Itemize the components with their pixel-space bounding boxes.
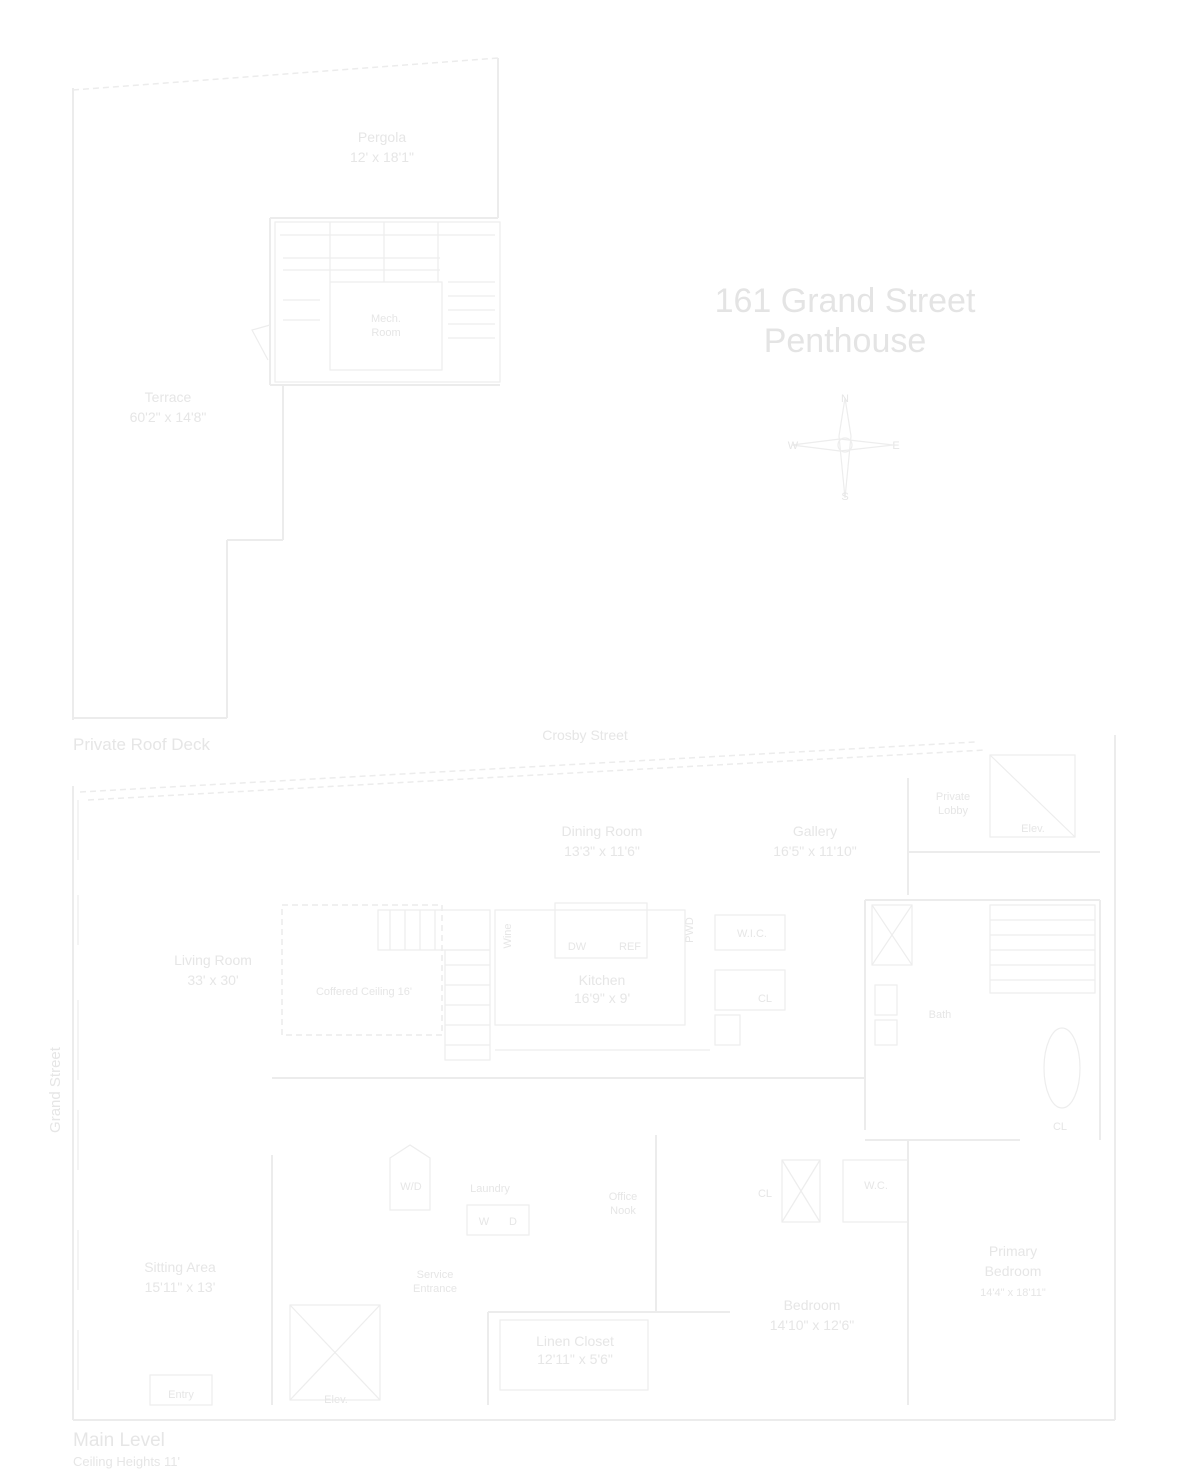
- room-linen-dims: 12'11" x 5'6": [537, 1351, 613, 1367]
- compass-s: S: [841, 491, 848, 503]
- room-primary-dims: 14'4" x 18'11": [980, 1287, 1046, 1299]
- room-terrace-name: Terrace: [145, 389, 192, 405]
- room-wic: W.I.C.: [737, 928, 767, 940]
- room-dining-dims: 13'3" x 11'6": [564, 843, 640, 859]
- roof-deck-outline: [72, 57, 500, 720]
- compass-rose-icon: [791, 397, 894, 499]
- room-bedroom-dims: 14'10" x 12'6": [770, 1317, 855, 1333]
- coffered-ceiling: [281, 904, 443, 1036]
- room-office-name: Office: [609, 1191, 638, 1203]
- ceiling-heights-note: Ceiling Heights 11': [73, 1454, 180, 1469]
- room-entry: Entry: [168, 1389, 194, 1401]
- compass-w: W: [788, 440, 799, 452]
- room-bath: Bath: [929, 1009, 952, 1021]
- room-linen-name: Linen Closet: [536, 1333, 614, 1349]
- room-bedroom-name: Bedroom: [784, 1297, 841, 1313]
- main-level-caption: Main Level: [73, 1430, 165, 1451]
- bedroom-wing-details: [149, 1144, 909, 1406]
- appliance-d: D: [509, 1216, 517, 1228]
- room-elev-upper: Elev.: [1021, 823, 1045, 835]
- room-living-dims: 33' x 30': [187, 972, 238, 988]
- interior-walls: [271, 778, 1101, 1405]
- roof-deck-caption: Private Roof Deck: [73, 735, 210, 754]
- room-wc: W.C.: [864, 1180, 888, 1192]
- street-crosby: Crosby Street: [542, 727, 628, 743]
- room-elev-lower: Elev.: [324, 1394, 348, 1406]
- kitchen-block: [494, 902, 786, 1051]
- room-sitting-name: Sitting Area: [144, 1259, 216, 1275]
- room-service-name: Service: [417, 1269, 454, 1281]
- appliance-dw: DW: [568, 941, 587, 953]
- room-laundry-name: Laundry: [470, 1183, 510, 1195]
- room-wd: W/D: [400, 1181, 421, 1193]
- room-service-sub: Entrance: [413, 1283, 457, 1295]
- title-line2: Penthouse: [764, 322, 927, 360]
- room-dining-name: Dining Room: [562, 823, 643, 839]
- room-kitchen-dims: 16'9" x 9': [574, 990, 630, 1006]
- room-gallery-dims: 16'5" x 11'10": [773, 843, 857, 859]
- street-grand: Grand Street: [47, 1046, 64, 1133]
- room-mech-sub: Room: [371, 327, 400, 339]
- appliance-wine: Wine: [502, 923, 514, 948]
- room-coffered-name: Coffered Ceiling 16': [316, 986, 412, 998]
- room-mech-name: Mech.: [371, 313, 401, 325]
- room-lobby-name: Private: [936, 791, 970, 803]
- elevators: [289, 754, 1076, 1401]
- title-line1: 161 Grand Street: [715, 282, 976, 320]
- room-cl-primary: CL: [1053, 1121, 1067, 1133]
- bath-block: [871, 904, 1096, 1109]
- room-cl-bed: CL: [758, 1188, 772, 1200]
- room-sitting-dims: 15'11" x 13': [145, 1279, 216, 1295]
- roof-stair-mech-block: [251, 221, 501, 383]
- room-pwd: PWD: [684, 917, 696, 943]
- compass-n: N: [841, 393, 849, 405]
- room-office-sub: Nook: [610, 1205, 636, 1217]
- compass-e: E: [892, 440, 899, 452]
- room-pergola-name: Pergola: [358, 129, 406, 145]
- room-lobby-sub: Lobby: [938, 805, 968, 817]
- room-kitchen-name: Kitchen: [579, 972, 626, 988]
- room-primary-name: Primary: [989, 1243, 1037, 1259]
- appliance-w: W: [479, 1216, 490, 1228]
- appliance-ref: REF: [619, 941, 641, 953]
- room-pergola-dims: 12' x 18'1": [350, 149, 414, 165]
- room-gallery-name: Gallery: [793, 823, 837, 839]
- room-cl-hall: CL: [758, 993, 772, 1005]
- room-primary-sub: Bedroom: [985, 1263, 1042, 1279]
- main-level-outline: [72, 735, 1116, 1421]
- room-terrace-dims: 60'2" x 14'8": [130, 409, 207, 425]
- room-living-name: Living Room: [174, 952, 252, 968]
- main-stair: [377, 909, 491, 1061]
